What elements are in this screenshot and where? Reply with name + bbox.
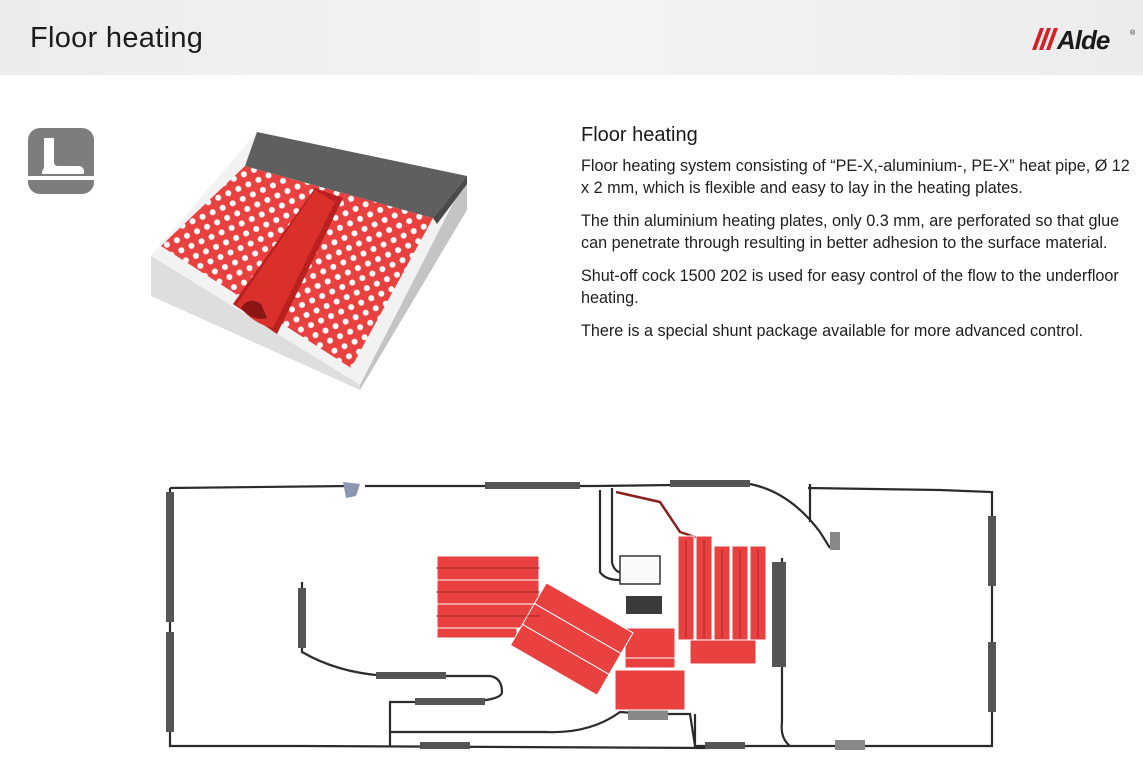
alde-logo: Alde ® [1032, 26, 1136, 52]
logo-text: Alde [1056, 26, 1110, 52]
page-header: Floor heating Alde ® [0, 0, 1143, 75]
paragraph-shutoff: Shut-off cock 1500 202 is used for easy … [581, 267, 1119, 307]
heating-layout-diagram [166, 480, 996, 750]
paragraph-plates: The thin aluminium heating plates, only … [581, 212, 1120, 252]
paragraph-pipe: Floor heating system consisting of “PE-X… [581, 157, 1130, 197]
page-title: Floor heating [30, 22, 204, 54]
section-heading: Floor heating [581, 124, 698, 146]
description: Floor heating Floor heating system consi… [581, 124, 1136, 353]
floor-heating-icon [28, 128, 94, 194]
paragraph-shunt: There is a special shunt package availab… [581, 322, 1084, 340]
floor-heating-plate-illustration [151, 132, 467, 390]
logo-registered: ® [1130, 29, 1136, 37]
